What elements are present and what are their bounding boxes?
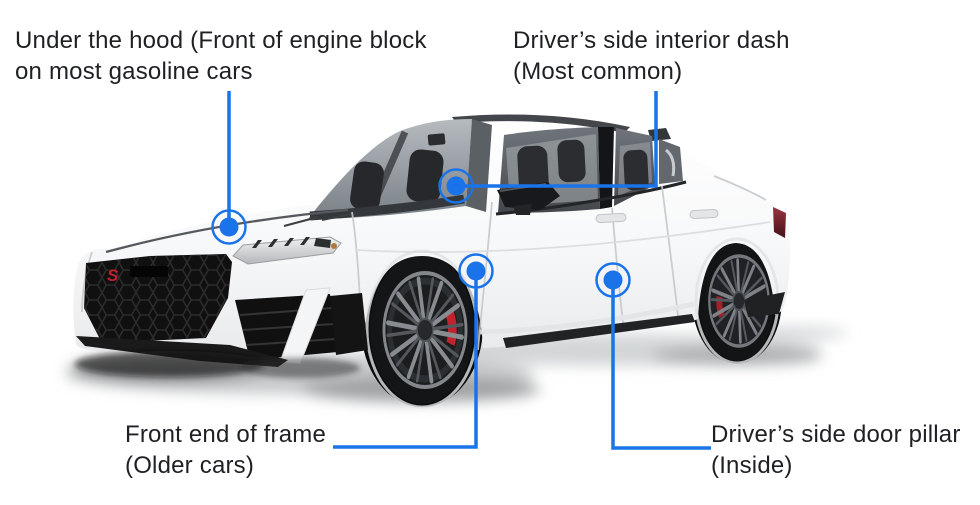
label-interior-dash-line1: Driver’s side interior dash [513,27,790,54]
drl-slashes [252,237,331,248]
label-front-frame: Front end of frame (Older cars) [125,419,326,481]
rear-wheel-spokes [711,258,767,344]
intake-shadow [330,293,368,355]
rearview-mirror [427,133,446,146]
rear-wheel-spokes [710,260,768,342]
front-wheel-spokes [386,276,464,384]
rear-diffuser [744,292,785,317]
door-pillar-marker [595,262,631,298]
front-frame-callout-line [333,271,478,449]
seat-headrest [517,145,549,193]
quarter-window-highlight [664,148,676,177]
wiper [321,212,357,221]
under-bumper-shadow [75,351,360,378]
grille: S [84,254,232,343]
label-front-frame-line1: Front end of frame [125,421,327,448]
car-illustration: S [73,112,791,409]
body-seams [81,175,771,351]
headlight [232,236,342,265]
rear-door-handle [689,208,719,220]
front-lower-fascia [75,287,368,378]
rear-wheel [699,241,775,361]
callout-lines [227,91,711,450]
label-door-pillar-line2: (Inside) [711,452,793,479]
label-interior-dash-line2: (Most common) [513,58,683,85]
rear-hub [732,291,746,311]
door-pillar-callout-line [611,280,711,450]
taillight [773,207,786,238]
front-frame-marker [458,253,494,289]
sunroof [452,114,630,133]
shark-fin-antenna [648,128,671,141]
front-hub [416,318,434,342]
interior-dash-marker [438,168,474,204]
label-under-hood-line1: Under the hood (Front of engine block [15,27,427,54]
label-under-hood: Under the hood (Front of engine block on… [15,25,427,87]
label-under-hood-line2: on most gasoline cars [15,58,253,85]
wiper [283,216,319,227]
front-wheel-spokes [386,277,464,383]
seat-headrest [557,139,586,183]
label-door-pillar: Driver’s side door pillar (Inside) [711,419,961,481]
front-door-handle [595,212,627,224]
seat-headrest [350,161,384,211]
label-front-frame-line2: (Older cars) [125,452,255,479]
label-door-pillar-line1: Driver’s side door pillar [711,421,961,448]
label-interior-dash: Driver’s side interior dash (Most common… [513,25,790,87]
s-badge: S [107,266,119,285]
side-mirror-stem [513,204,532,215]
front-wheel [370,254,474,404]
interior-dash-callout-line [456,91,658,188]
seat-headrest [623,149,649,191]
turn-signal [331,243,337,249]
under-hood-marker [211,209,247,245]
b-pillar [598,127,614,209]
rocker-sill [503,314,695,348]
vin-location-markers [211,168,631,298]
quarter-window [659,139,683,184]
grille-camera-panel [130,266,168,277]
seat-headrest [406,149,444,203]
